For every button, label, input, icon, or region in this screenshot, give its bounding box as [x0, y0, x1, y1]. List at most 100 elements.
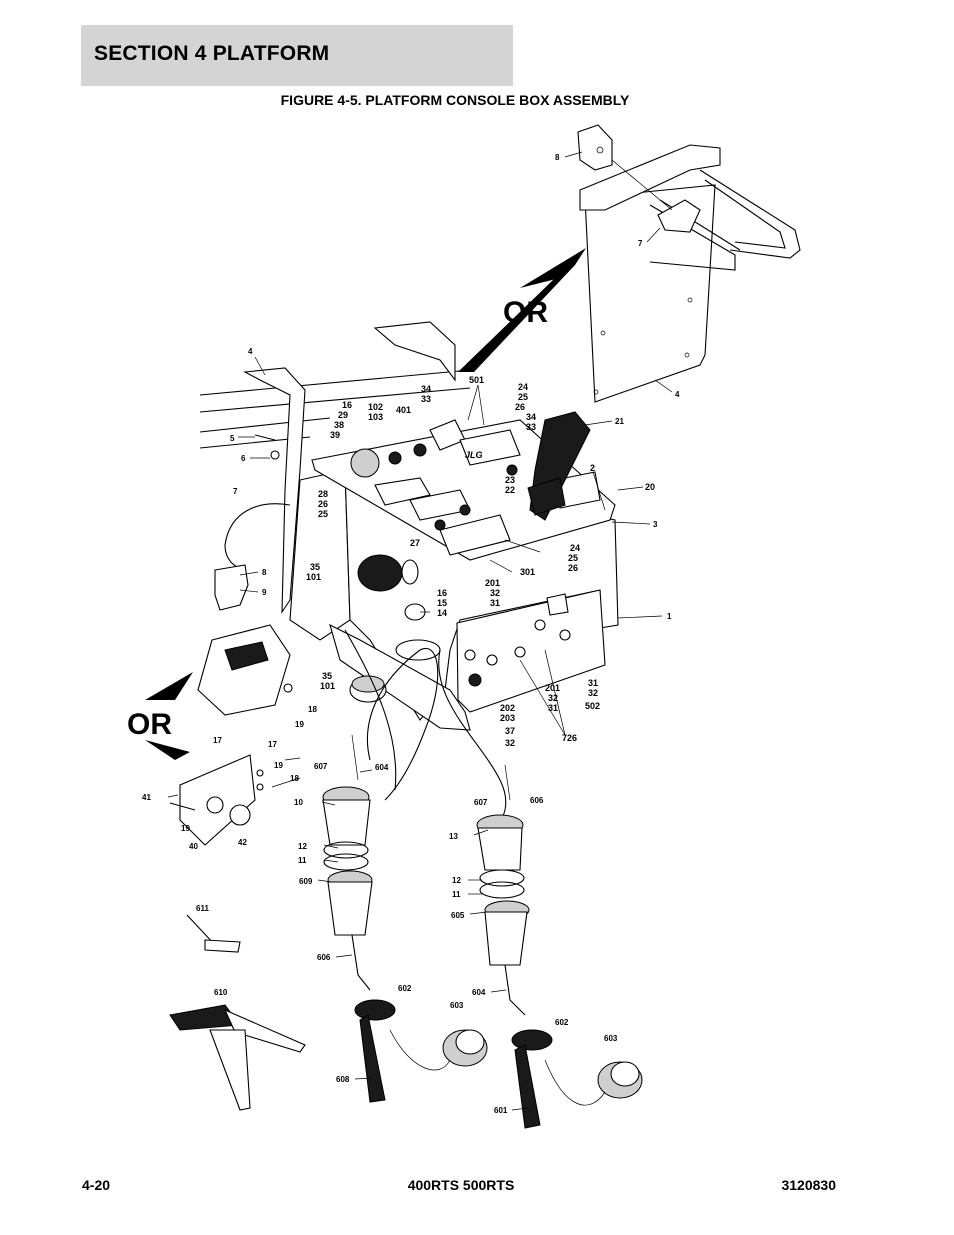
callout-19-c: 19: [181, 824, 190, 833]
mounting-bracket-assembly: [577, 124, 801, 403]
svg-text:JLG: JLG: [465, 450, 483, 460]
callout-25-b: 25: [318, 509, 328, 519]
or-marker-top: OR: [458, 248, 586, 372]
callout-17-b: 17: [268, 740, 277, 749]
callout-28: 28: [318, 489, 328, 499]
callout-37: 37: [505, 726, 515, 736]
callout-8-left: 8: [262, 568, 267, 577]
callout-26-b: 26: [318, 499, 328, 509]
callout-102: 102: [368, 402, 383, 412]
callout-12-b: 12: [452, 876, 461, 885]
figure-title: FIGURE 4-5. PLATFORM CONSOLE BOX ASSEMBL…: [280, 92, 630, 108]
callout-610: 610: [214, 988, 228, 997]
callout-23: 23: [505, 475, 515, 485]
callout-20: 20: [645, 482, 655, 492]
callout-25-a: 25: [518, 392, 528, 402]
callout-13: 13: [449, 832, 458, 841]
or-marker-bottom: OR: [127, 672, 193, 760]
callout-201-a: 201: [485, 578, 500, 588]
callout-42: 42: [238, 838, 247, 847]
callout-15: 15: [437, 598, 447, 608]
callout-32-d: 32: [505, 738, 515, 748]
callout-8-top: 8: [555, 153, 560, 162]
callout-24-a: 24: [518, 382, 528, 392]
callout-35-a: 35: [310, 562, 320, 572]
callout-labels: 8 7 4 4 501 24 25 26 34 33 34 33 16 29 3…: [142, 153, 680, 1115]
callout-203: 203: [500, 713, 515, 723]
connector-assembly: [169, 629, 643, 1129]
callout-38: 38: [334, 420, 344, 430]
callout-6: 6: [241, 454, 246, 463]
callout-401: 401: [396, 405, 411, 415]
section-title: SECTION 4 PLATFORM: [94, 42, 330, 65]
callout-7-top: 7: [638, 239, 643, 248]
section-header: SECTION 4 PLATFORM: [81, 25, 513, 86]
callout-602-b: 602: [555, 1018, 569, 1027]
callout-40: 40: [189, 842, 198, 851]
callout-603-a: 603: [450, 1001, 464, 1010]
callout-31-b: 31: [548, 703, 558, 713]
model-name: 400RTS 500RTS: [407, 1177, 515, 1193]
callout-7-left: 7: [233, 487, 238, 496]
callout-31-c: 31: [588, 678, 598, 688]
callout-16-a: 16: [342, 400, 352, 410]
callout-607-a: 607: [314, 762, 328, 771]
callout-22: 22: [505, 485, 515, 495]
callout-501: 501: [469, 375, 484, 385]
callout-4-left: 4: [248, 347, 253, 356]
callout-25-c: 25: [568, 553, 578, 563]
callout-21: 21: [615, 417, 624, 426]
callout-604-a: 604: [375, 763, 389, 772]
document-number: 3120830: [781, 1177, 836, 1193]
callout-201-b: 201: [545, 683, 560, 693]
callout-34-a: 34: [421, 384, 431, 394]
or-label-top: OR: [503, 296, 548, 329]
callout-32-b: 32: [548, 693, 558, 703]
callout-12-a: 12: [298, 842, 307, 851]
callout-41: 41: [142, 793, 151, 802]
callout-18-b: 18: [290, 774, 299, 783]
callout-605: 605: [451, 911, 465, 920]
callout-601: 601: [494, 1106, 508, 1115]
callout-103: 103: [368, 412, 383, 422]
callout-26-c: 26: [568, 563, 578, 573]
callout-11-b: 11: [452, 890, 461, 899]
callout-606-b: 606: [317, 953, 331, 962]
callout-5: 5: [230, 434, 235, 443]
callout-4-right: 4: [675, 390, 680, 399]
callout-9: 9: [262, 588, 267, 597]
callout-301: 301: [520, 567, 535, 577]
callout-609: 609: [299, 877, 313, 886]
callout-19-b: 19: [274, 761, 283, 770]
callout-11-a: 11: [298, 856, 307, 865]
callout-19-a: 19: [295, 720, 304, 729]
callout-607-b: 607: [474, 798, 488, 807]
callout-39: 39: [330, 430, 340, 440]
callout-24-c: 24: [570, 543, 580, 553]
callout-26-a: 26: [515, 402, 525, 412]
callout-726: 726: [562, 733, 577, 743]
callout-603-b: 603: [604, 1034, 618, 1043]
callout-33-b: 33: [526, 422, 536, 432]
platform-rail: [199, 321, 471, 614]
callout-1: 1: [667, 612, 672, 621]
callout-33-a: 33: [421, 394, 431, 404]
callout-29: 29: [338, 410, 348, 420]
callout-32-c: 32: [588, 688, 598, 698]
callout-17-a: 17: [213, 736, 222, 745]
callout-10: 10: [294, 798, 303, 807]
callout-611: 611: [196, 904, 209, 913]
callout-606-a: 606: [530, 796, 544, 805]
callout-35-b: 35: [322, 671, 332, 681]
callout-27: 27: [410, 538, 420, 548]
callout-31-a: 31: [490, 598, 500, 608]
callout-16-b: 16: [437, 588, 447, 598]
callout-18-a: 18: [308, 705, 317, 714]
callout-608: 608: [336, 1075, 350, 1084]
callout-3: 3: [653, 520, 658, 529]
page-number: 4-20: [82, 1177, 111, 1193]
callout-604-b: 604: [472, 988, 486, 997]
callout-34-b: 34: [526, 412, 536, 422]
console-box: JLG: [289, 411, 619, 731]
